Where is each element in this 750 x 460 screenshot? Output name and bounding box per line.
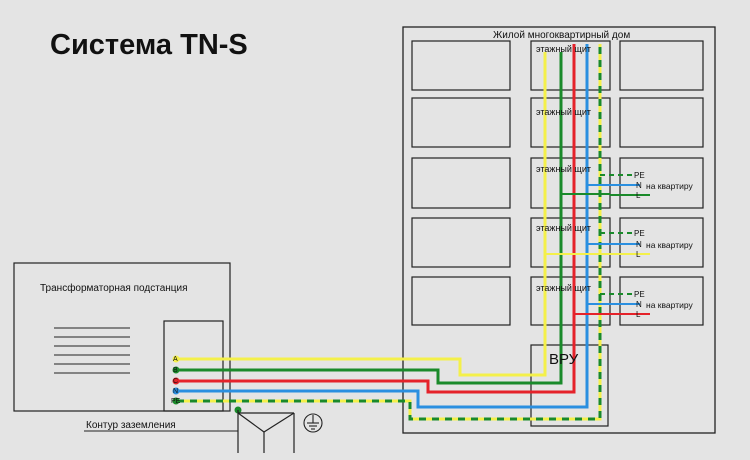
svg-text:PE: PE [634, 290, 645, 299]
substation-label: Трансформаторная подстанция [40, 282, 188, 294]
house-outline [402, 26, 716, 434]
terminal-a-dot [172, 355, 180, 363]
floor-panel [530, 157, 611, 209]
floor-panel [530, 217, 611, 268]
diagram-title: Система TN-S [50, 29, 248, 61]
apartment-feed: PE N L на квартиру [587, 171, 693, 200]
ground-electrode-icon [237, 410, 295, 453]
apartment-box [619, 276, 704, 326]
svg-text:N: N [636, 300, 642, 309]
terminal-label: B [173, 367, 178, 374]
floor-panel [530, 276, 611, 326]
svg-text:PE: PE [634, 229, 645, 238]
svg-text:на квартиру: на квартиру [646, 240, 693, 250]
floor-panel-label: этажный щит [536, 44, 591, 54]
floor-panel [530, 97, 611, 148]
svg-text:L: L [636, 250, 641, 259]
ground-loop-label: Контур заземления [86, 420, 176, 431]
apartment-box [411, 276, 511, 326]
apartment-box [619, 97, 704, 148]
svg-text:L: L [636, 191, 641, 200]
terminal-label: C [173, 378, 178, 385]
apartment-box [619, 40, 704, 91]
terminal-block [163, 320, 224, 412]
apartment-box [411, 217, 511, 268]
main-panel-label: ВРУ [549, 351, 579, 368]
apartment-feed: PE N L на квартиру [587, 229, 693, 259]
apartment-feed: PE N L на квартиру [587, 290, 693, 319]
floor-panel-label: этажный щит [536, 223, 591, 233]
floor-panel [530, 40, 611, 91]
svg-text:на квартиру: на квартиру [646, 181, 693, 191]
apartment-box [619, 157, 704, 209]
apartment-box [619, 217, 704, 268]
floor-panel-label: этажный щит [536, 283, 591, 293]
svg-text:N: N [636, 181, 642, 190]
svg-text:на квартиру: на квартиру [646, 300, 693, 310]
terminal-n-dot [172, 387, 180, 395]
svg-text:N: N [636, 240, 642, 249]
apartment-box [411, 40, 511, 91]
neutral-wire [177, 44, 589, 409]
phase-b-wire [177, 52, 563, 385]
floor-panel-label: этажный щит [536, 107, 591, 117]
house-label: Жилой многоквартирный дом [493, 30, 630, 41]
terminal-b-dot [172, 366, 180, 374]
terminal-pe-dot [172, 397, 180, 405]
earth-ground-icon [303, 413, 323, 433]
terminal-label: N [173, 388, 178, 395]
svg-text:L: L [636, 310, 641, 319]
transformer-winding-icon [54, 327, 130, 374]
phase-a-wire [177, 52, 547, 377]
apartment-box [411, 97, 511, 148]
phase-c-wire [177, 44, 576, 394]
main-panel [530, 344, 609, 427]
svg-text:PE: PE [634, 171, 645, 180]
floor-panel-label: этажный щит [536, 164, 591, 174]
terminal-c-dot [172, 377, 180, 385]
terminal-label: PE [171, 398, 181, 405]
terminal-label: A [173, 356, 178, 363]
substation-box [13, 262, 231, 412]
apartment-box [411, 157, 511, 209]
